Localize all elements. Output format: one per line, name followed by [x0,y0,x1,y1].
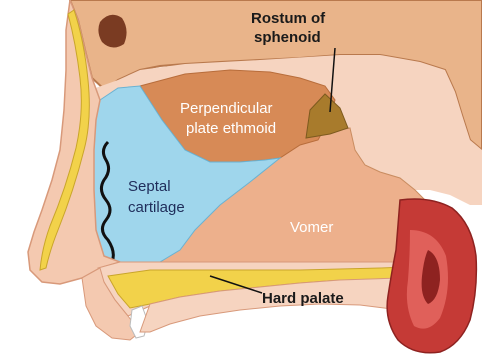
label-hard-palate: Hard palate [262,290,344,307]
label-vomer: Vomer [290,219,333,236]
label-perpendicular-line2: plate ethmoid [186,120,276,137]
label-perpendicular-line1: Perpendicular [180,100,273,117]
label-rostrum-line2: sphenoid [254,29,321,46]
label-septal-line2: cartilage [128,199,185,216]
label-rostrum-line1: Rostum of [251,10,326,27]
label-septal-line1: Septal [128,178,171,195]
